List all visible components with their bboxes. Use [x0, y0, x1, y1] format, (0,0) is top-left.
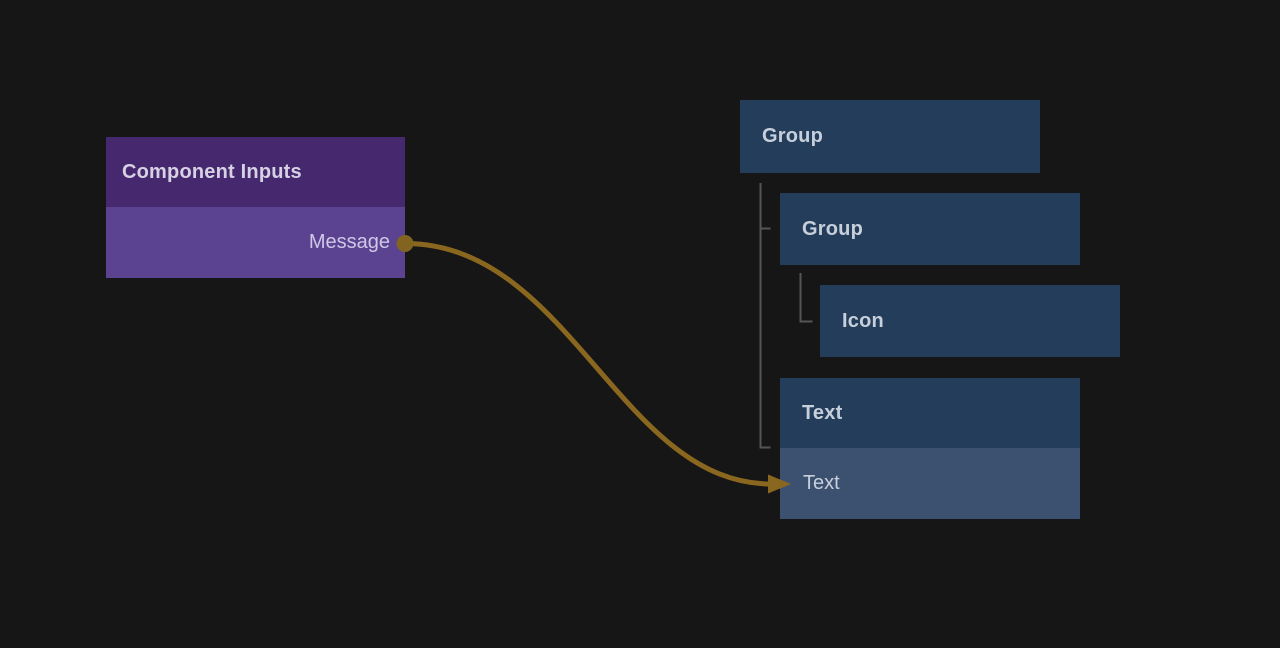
tree-connector-icon-elbow: [799, 273, 813, 323]
tree-connector-root-elbow: [759, 183, 771, 449]
tree-node-group-1[interactable]: Group: [740, 100, 1040, 173]
tree-node-text[interactable]: Text Text: [780, 378, 1080, 519]
tree-node-icon-label: Icon: [842, 309, 884, 332]
connection-wire[interactable]: [404, 241, 772, 487]
tree-node-text-selected-row[interactable]: Text: [780, 448, 1080, 519]
tree-node-group-2-label: Group: [802, 217, 863, 240]
tree-node-group-2[interactable]: Group: [780, 193, 1080, 265]
component-inputs-node[interactable]: Component Inputs Message: [106, 137, 405, 278]
message-output-label: Message: [308, 231, 390, 253]
tree-node-text-selected-row-label: Text: [803, 472, 840, 494]
component-inputs-title: Component Inputs: [122, 160, 302, 183]
tree-node-text-label: Text: [802, 401, 843, 424]
tree-node-icon[interactable]: Icon: [820, 285, 1120, 357]
tree-node-group-1-label: Group: [762, 125, 823, 147]
component-inputs-header: Component Inputs: [106, 137, 405, 207]
message-output-row[interactable]: Message: [106, 207, 405, 278]
tree-node-text-header[interactable]: Text: [780, 378, 1080, 448]
